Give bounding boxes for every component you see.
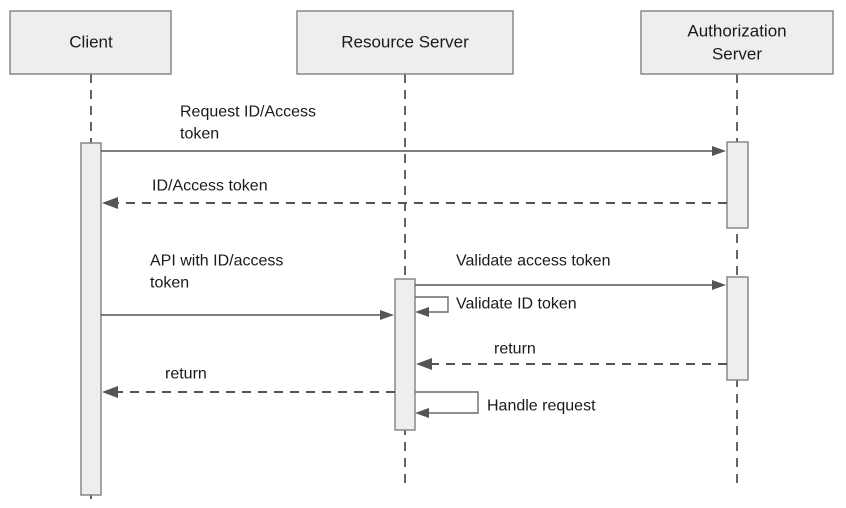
arrowhead-handle-request	[415, 408, 429, 418]
participant-authorization-server[interactable]: Authorization Server	[640, 10, 834, 75]
message-auth-return[interactable]: return	[416, 340, 727, 370]
activation-bar-client[interactable]	[80, 142, 102, 496]
message-request-token[interactable]: Request ID/Access token	[101, 103, 726, 156]
message-api-with-token[interactable]: API with ID/access token	[101, 252, 394, 320]
message-label-api-with-token-line2: token	[150, 274, 189, 291]
arrowhead-client-return	[102, 386, 118, 398]
arrowhead-auth-return	[416, 358, 432, 370]
activation-bar-authorization-server-1[interactable]	[726, 141, 749, 229]
message-label-auth-return: return	[494, 340, 536, 357]
activation-bar-resource-server[interactable]	[394, 278, 416, 431]
activation-bars-group	[80, 141, 749, 496]
arrowhead-validate-id-token	[415, 307, 429, 317]
participant-resource-server[interactable]: Resource Server	[296, 10, 514, 75]
activation-bar-authorization-server-2[interactable]	[726, 276, 749, 381]
participant-label-client: Client	[69, 32, 113, 51]
participant-label-resource-server: Resource Server	[341, 32, 469, 51]
self-loop-path-handle-request	[415, 391, 479, 414]
message-label-validate-id-token: Validate ID token	[456, 295, 577, 312]
participant-client[interactable]: Client	[9, 10, 172, 75]
message-validate-access-token[interactable]: Validate access token	[415, 252, 726, 290]
message-label-api-with-token-line1: API with ID/access	[150, 252, 283, 269]
message-id-access-token-return[interactable]: ID/Access token	[102, 177, 727, 209]
participant-label-authorization-server-line1: Authorization	[687, 21, 786, 40]
message-label-id-access-token-return: ID/Access token	[152, 177, 268, 194]
arrowhead-request-token	[712, 146, 726, 156]
arrowhead-api-with-token	[380, 310, 394, 320]
message-label-client-return: return	[165, 365, 207, 382]
message-client-return[interactable]: return	[102, 365, 395, 398]
message-label-request-token-line1: Request ID/Access	[180, 103, 316, 120]
message-handle-request[interactable]: Handle request	[415, 391, 596, 418]
participant-box-client[interactable]	[9, 10, 172, 75]
participant-box-authorization-server[interactable]	[640, 10, 834, 75]
message-validate-id-token[interactable]: Validate ID token	[415, 295, 577, 317]
self-loop-path-validate-id-token	[415, 296, 449, 313]
message-label-request-token-line2: token	[180, 125, 219, 142]
participant-label-authorization-server-line2: Server	[712, 44, 762, 63]
arrowhead-id-access-token-return	[102, 197, 118, 209]
message-label-handle-request: Handle request	[487, 397, 596, 414]
participant-box-resource-server[interactable]	[296, 10, 514, 75]
message-label-validate-access-token: Validate access token	[456, 252, 610, 269]
arrowhead-validate-access-token	[712, 280, 726, 290]
